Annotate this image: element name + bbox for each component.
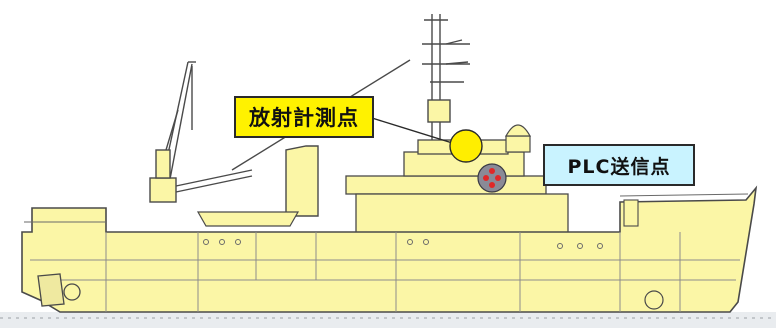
plc-point-callout: PLC送信点 [543, 144, 695, 186]
funnel [285, 145, 319, 217]
radiation-point-marker [449, 129, 483, 163]
plc-point-marker [477, 163, 507, 193]
lifeboat [196, 211, 300, 227]
superstructure [345, 139, 569, 235]
bow-thruster [644, 290, 664, 310]
bow-post [623, 199, 639, 227]
hull [21, 185, 758, 313]
railing [24, 193, 749, 223]
radar-dome [504, 124, 532, 153]
bulkheads [105, 232, 681, 312]
rudder [37, 273, 81, 307]
plc-point-label: PLC送信点 [567, 155, 671, 178]
baseline-strip [0, 312, 776, 328]
radiation-point-label: 放射計測点 [249, 106, 359, 130]
portholes [203, 239, 603, 249]
radiation-point-callout: 放射計測点 [234, 96, 374, 138]
radiation-leader-line [371, 117, 463, 147]
mast [231, 14, 470, 171]
crane [149, 61, 253, 203]
